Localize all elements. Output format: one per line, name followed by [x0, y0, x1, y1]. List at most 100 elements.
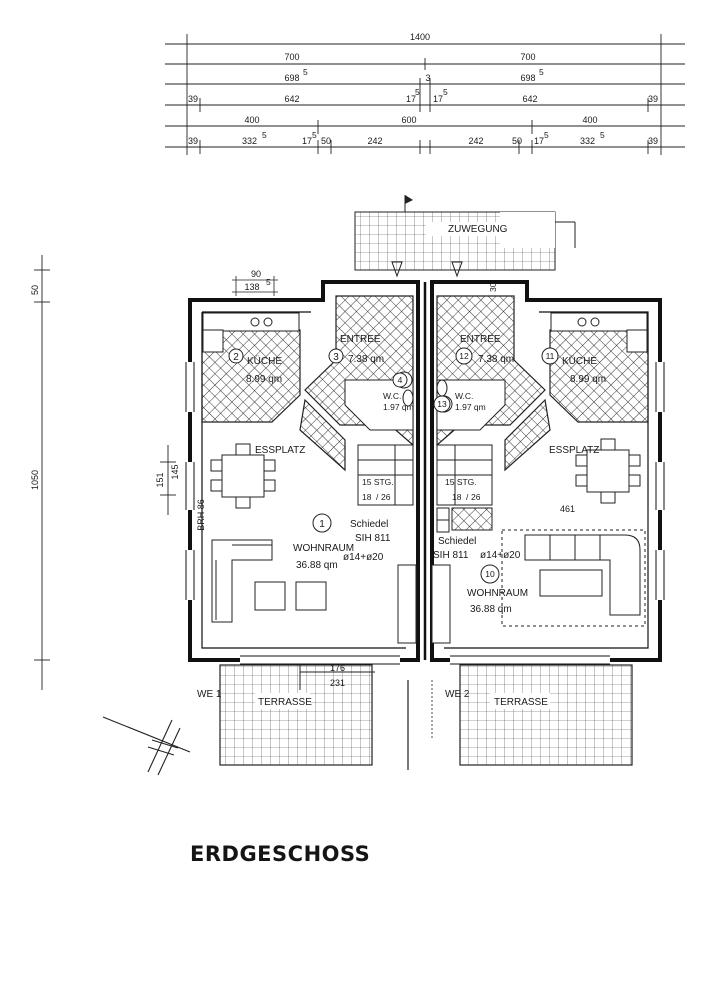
dim-332-left: 332 — [242, 136, 257, 146]
dim-50-vertical: 50 — [30, 285, 40, 295]
dim-332-right: 332 — [580, 136, 595, 146]
dimension-texts-top: 1400 700 700 698 5 3 698 5 39 642 17 5 1… — [188, 32, 658, 146]
wc-right-name: W.C. — [455, 391, 473, 401]
dim-1050-vertical: 1050 — [30, 470, 40, 490]
dim-17-right-sup: 5 — [443, 87, 448, 97]
furniture-left — [210, 443, 327, 623]
entree-right-area: 7.38 qm — [478, 354, 514, 365]
plan-title: ERDGESCHOSS — [190, 842, 370, 866]
dim-242-left: 242 — [367, 136, 382, 146]
dim-39-b-right: 39 — [648, 136, 658, 146]
chimney-right-c: ø14+ø20 — [480, 550, 521, 561]
dim-17b-right-sup: 5 — [544, 130, 549, 140]
essplatz-left: ESSPLATZ — [255, 445, 305, 456]
dim-1400: 1400 — [410, 32, 430, 42]
kueche-right-area: 8.99 qm — [570, 374, 606, 385]
chimney-right-b: SIH 811 — [433, 550, 469, 561]
room-labels: 2 KÜCHE 8.99 qm ENTREE 3 7.38 qm 4 W.C. … — [228, 334, 606, 615]
dim-698-left: 698 — [284, 73, 299, 83]
room-num-12: 12 — [459, 351, 469, 361]
wc-rooms — [344, 371, 506, 431]
zuwegung-label: ZUWEGUNG — [448, 224, 508, 235]
dim-50-right: 50 — [512, 136, 522, 146]
chimney-left-c: ø14+ø20 — [343, 552, 384, 563]
staircases — [357, 444, 493, 506]
room-num-4: 4 — [398, 375, 403, 385]
dim-176: 176 — [330, 663, 345, 673]
kueche-right-name: KÜCHE — [562, 355, 597, 367]
building-walls — [185, 280, 665, 665]
terrasse-left-label: TERRASSE — [258, 697, 312, 708]
stairs-right-d: 26 — [471, 492, 481, 502]
dim-698-right: 698 — [520, 73, 535, 83]
wohnraum-left-area: 36.88 qm — [296, 560, 338, 571]
dim-brh-86: BRH 86 — [196, 499, 206, 531]
room-num-13: 13 — [437, 399, 447, 409]
stairs-right-b: 18 — [452, 492, 462, 502]
kitchen-window-dim — [232, 276, 278, 296]
dim-50-left: 50 — [321, 136, 331, 146]
dim-400-left: 400 — [244, 115, 259, 125]
room-num-2: 2 — [233, 352, 239, 363]
wc-left-area: 1.97 qm — [383, 402, 414, 412]
chimney-left-b: SIH 811 — [355, 533, 391, 544]
wc-left-name: W.C. — [383, 391, 401, 401]
stairs-left-b: 18 — [362, 492, 372, 502]
north-arrow-icon — [102, 716, 191, 776]
stairs-left-c: / — [376, 492, 379, 502]
stairs-right-c: / — [466, 492, 469, 502]
dimension-left — [34, 255, 176, 690]
dim-400-right: 400 — [582, 115, 597, 125]
dim-151-vertical: 151 — [155, 472, 165, 487]
we1-label: WE 1 — [197, 689, 222, 700]
dim-231: 231 — [330, 678, 345, 688]
dim-600: 600 — [401, 115, 416, 125]
dim-17-left: 17 — [406, 94, 416, 104]
dim-332-left-sup: 5 — [262, 130, 267, 140]
essplatz-right: ESSPLATZ — [549, 445, 599, 456]
room-num-11: 11 — [546, 351, 555, 361]
terraces — [219, 664, 633, 770]
dim-698-right-sup: 5 — [539, 67, 544, 77]
chimney-right-a: Schiedel — [438, 536, 476, 547]
dim-3: 3 — [425, 73, 430, 83]
stairs-left-a: 15 STG. — [362, 477, 394, 487]
room-num-3: 3 — [333, 352, 339, 363]
dim-700-left: 700 — [284, 52, 299, 62]
dim-461: 461 — [560, 504, 575, 514]
dim-90: 90 — [251, 269, 261, 279]
kueche-left-area: 8.99 qm — [246, 374, 282, 385]
dim-242-right: 242 — [468, 136, 483, 146]
dim-642-left: 642 — [284, 94, 299, 104]
dim-700-right: 700 — [520, 52, 535, 62]
dim-entry-30: 30 — [488, 282, 498, 292]
dim-39-left: 39 — [188, 94, 198, 104]
wohnraum-right-area: 36.88 qm — [470, 604, 512, 615]
kueche-left-name: KÜCHE — [247, 355, 282, 367]
stairs-left-d: 26 — [381, 492, 391, 502]
entree-left-name: ENTREE — [340, 334, 381, 345]
dim-39-right: 39 — [648, 94, 658, 104]
entree-left-area: 7.38 qm — [348, 354, 384, 365]
wc-right-area: 1.97 qm — [455, 402, 486, 412]
dim-39-b-left: 39 — [188, 136, 198, 146]
chimney-left-a: Schiedel — [350, 519, 388, 530]
dim-332-right-sup: 5 — [600, 130, 605, 140]
zuwegung-path — [354, 195, 576, 278]
dim-17-left-sup: 5 — [415, 87, 420, 97]
dim-17b-left-sup: 5 — [312, 130, 317, 140]
room-num-1: 1 — [319, 519, 325, 530]
we2-label: WE 2 — [445, 689, 470, 700]
room-num-10: 10 — [485, 569, 495, 579]
dim-698-left-sup: 5 — [303, 67, 308, 77]
dim-17-right: 17 — [433, 94, 443, 104]
kitchen-counters — [202, 312, 648, 353]
wohnraum-left-name: WOHNRAUM — [293, 543, 354, 554]
dim-138-sup: 5 — [266, 277, 271, 287]
furniture-right — [501, 438, 646, 627]
wohnraum-right-name: WOHNRAUM — [467, 588, 528, 599]
dim-138: 138 — [244, 282, 259, 292]
dim-17b-left: 17 — [302, 136, 312, 146]
dim-145-vertical: 145 — [170, 464, 180, 479]
